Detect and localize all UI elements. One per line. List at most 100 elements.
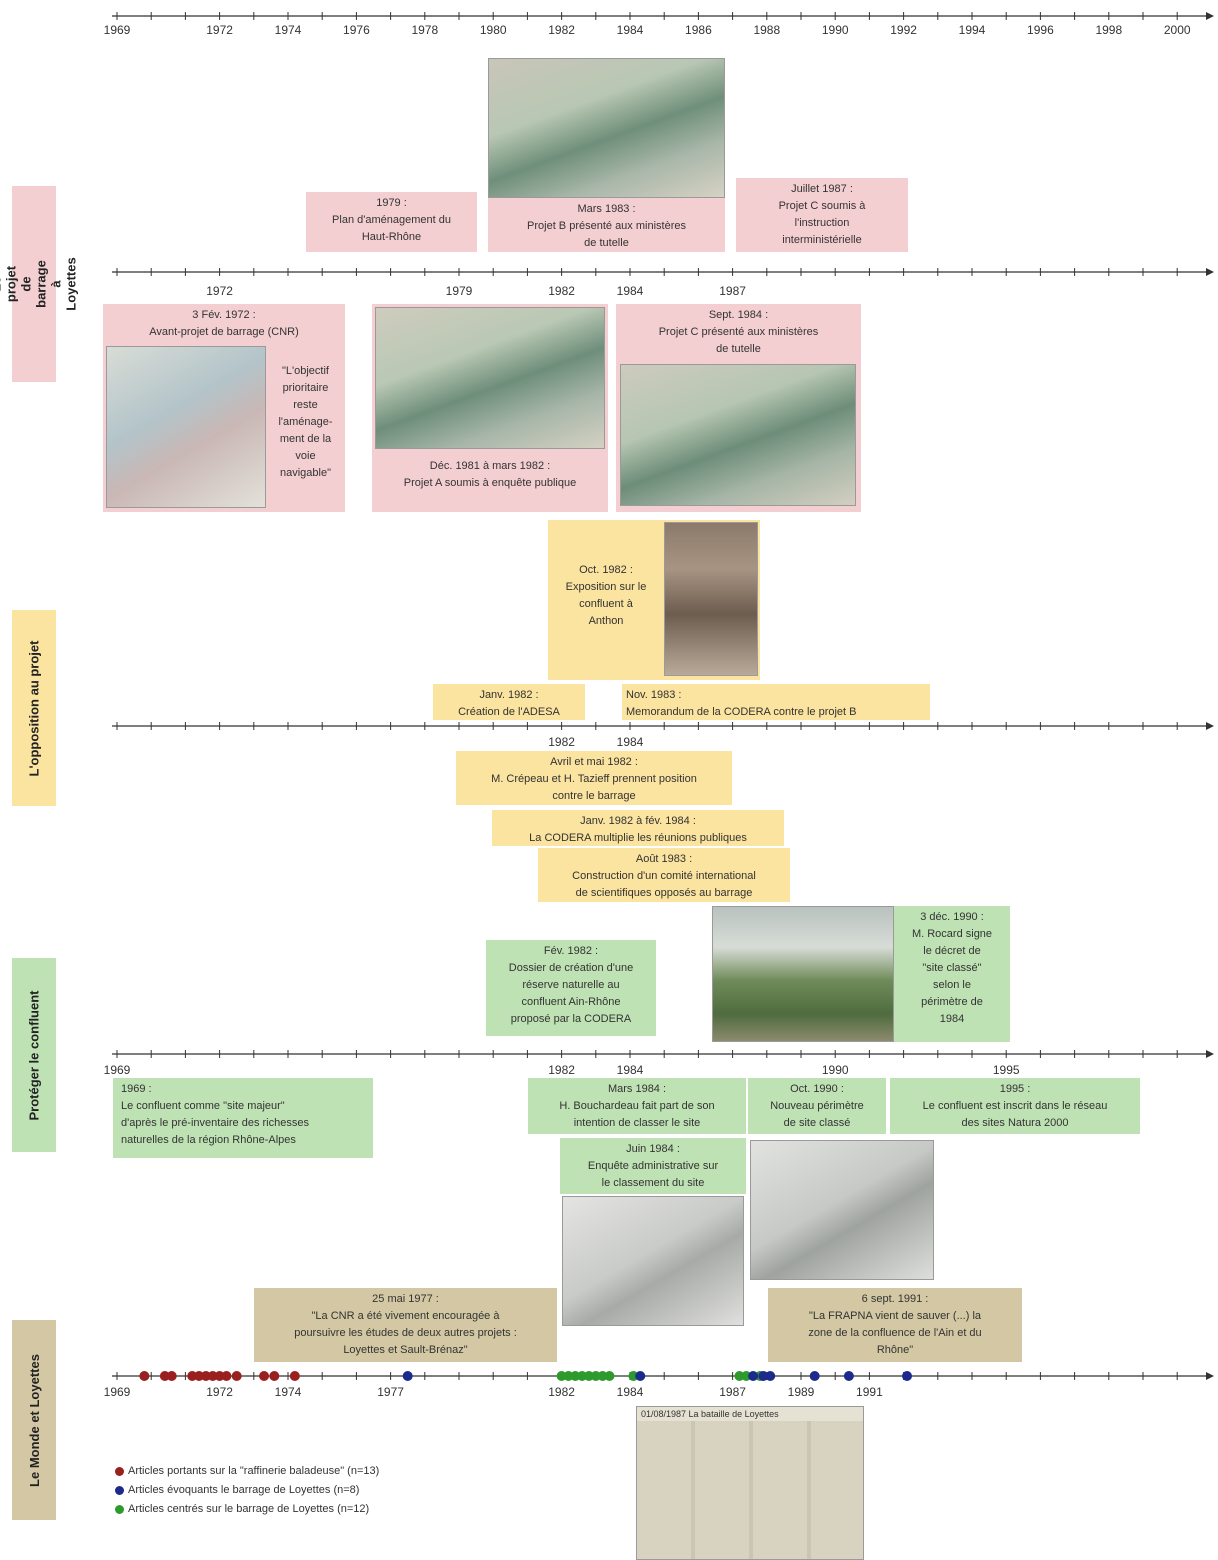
article-dot-green [734, 1371, 745, 1381]
map-perimetre-1990 [750, 1140, 934, 1280]
article-dot-red [289, 1371, 300, 1381]
event-3-dec-1990: 3 déc. 1990 : M. Rocard signe le décret … [894, 906, 1010, 1042]
article-dot-red [214, 1371, 225, 1381]
opposition-axis-tick-label: 1982 [548, 735, 575, 749]
top-axis-tick-label: 1996 [1027, 23, 1054, 37]
article-dot-green [577, 1371, 588, 1381]
newspaper-clipping: 01/08/1987 La bataille de Loyettes [636, 1406, 864, 1560]
event-fev-1982-reserve: Fév. 1982 : Dossier de création d'une ré… [486, 940, 656, 1036]
event-1969-site-majeur: 1969 : Le confluent comme "site majeur" … [113, 1078, 373, 1158]
top-axis-tick-label: 1986 [685, 23, 712, 37]
barrage-axis-tick-label: 1987 [719, 284, 746, 298]
monde-axis-tick-label: 1991 [856, 1385, 883, 1399]
article-dot-green [628, 1371, 639, 1381]
section-label-proteger: Protéger le confluent [12, 958, 56, 1152]
legend: Articles portants sur la "raffinerie bal… [115, 1462, 379, 1519]
proteger-axis-tick-label: 1969 [104, 1063, 131, 1077]
top-axis-tick-label: 1980 [480, 23, 507, 37]
article-dot-blue [765, 1371, 776, 1381]
event-codera-reunions: Janv. 1982 à fév. 1984 : La CODERA multi… [492, 810, 784, 846]
article-dot-red [207, 1371, 218, 1381]
article-dot-green [597, 1371, 608, 1381]
map-projet-c [620, 364, 856, 506]
photo-confluent-site [712, 906, 894, 1042]
article-dot-green [563, 1371, 574, 1381]
monde-axis-tick-label: 1972 [206, 1385, 233, 1399]
map-avant-projet-1972 [106, 346, 266, 508]
event-janv-1982-adesa: Janv. 1982 : Création de l'ADESA [433, 684, 585, 720]
article-dot-red [221, 1371, 232, 1381]
top-axis-tick-label: 1969 [104, 23, 131, 37]
top-axis-tick-label: 1974 [275, 23, 302, 37]
monde-axis-tick-label: 1989 [788, 1385, 815, 1399]
poster-exposition-anthon [664, 522, 758, 676]
article-dot-red [187, 1371, 198, 1381]
quote-25-mai-1977: 25 mai 1977 : "La CNR a été vivement enc… [254, 1288, 557, 1362]
article-dot-blue [843, 1371, 854, 1381]
event-1995-natura: 1995 : Le confluent est inscrit dans le … [890, 1078, 1140, 1134]
top-axis-tick-label: 1976 [343, 23, 370, 37]
event-1979: 1979 : Plan d'aménagement du Haut-Rhône [306, 192, 477, 252]
article-dot-green [741, 1371, 752, 1381]
map-projet-b [488, 58, 725, 198]
legend-item-red: Articles portants sur la "raffinerie bal… [115, 1462, 379, 1481]
top-axis-tick-label: 1984 [617, 23, 644, 37]
article-dot-green [604, 1371, 615, 1381]
quote-6-sept-1991: 6 sept. 1991 : "La FRAPNA vient de sauve… [768, 1288, 1022, 1362]
article-dot-green [556, 1371, 567, 1381]
article-dot-red [269, 1371, 280, 1381]
article-dot-green [590, 1371, 601, 1381]
article-dot-blue [902, 1371, 913, 1381]
clipping-caption: 01/08/1987 La bataille de Loyettes [637, 1407, 863, 1421]
barrage-axis-tick-label: 1982 [548, 284, 575, 298]
section-label-monde: Le Monde et Loyettes [12, 1320, 56, 1520]
monde-axis-tick-label: 1969 [104, 1385, 131, 1399]
article-dot-blue [635, 1371, 646, 1381]
event-mars-1983: Mars 1983 : Projet B présenté aux minist… [488, 198, 725, 252]
top-axis-tick-label: 1982 [548, 23, 575, 37]
map-projet-a [375, 307, 605, 449]
article-dot-blue [748, 1371, 759, 1381]
barrage-axis-tick-label: 1984 [617, 284, 644, 298]
monde-axis-tick-label: 1987 [719, 1385, 746, 1399]
top-axis-tick-label: 1978 [411, 23, 438, 37]
monde-axis-tick-label: 1982 [548, 1385, 575, 1399]
map-classement-1984 [562, 1196, 744, 1326]
top-axis-tick-label: 1998 [1095, 23, 1122, 37]
event-oct-1990: Oct. 1990 : Nouveau périmètre de site cl… [748, 1078, 886, 1134]
proteger-axis-tick-label: 1984 [617, 1063, 644, 1077]
article-dot-red [231, 1371, 242, 1381]
top-axis-tick-label: 1994 [959, 23, 986, 37]
monde-axis-arrow [1206, 1372, 1214, 1380]
legend-dot-red [115, 1467, 124, 1476]
article-dot-green [570, 1371, 581, 1381]
proteger-axis-arrow [1206, 1050, 1214, 1058]
article-dot-red [194, 1371, 205, 1381]
barrage-axis-tick-label: 1979 [446, 284, 473, 298]
legend-item-green: Articles centrés sur le barrage de Loyet… [115, 1500, 379, 1519]
top-axis-arrow [1206, 12, 1214, 20]
event-nov-1983: Nov. 1983 : Memorandum de la CODERA cont… [622, 684, 930, 720]
article-dot-red [159, 1371, 170, 1381]
top-axis-tick-label: 1988 [753, 23, 780, 37]
barrage-axis-arrow [1206, 268, 1214, 276]
monde-axis-tick-label: 1974 [275, 1385, 302, 1399]
event-avril-mai-1982: Avril et mai 1982 : M. Crépeau et H. Taz… [456, 751, 732, 805]
article-dot-blue [809, 1371, 820, 1381]
legend-dot-green [115, 1505, 124, 1514]
opposition-axis-tick-label: 1984 [617, 735, 644, 749]
top-axis-tick-label: 2000 [1164, 23, 1191, 37]
opposition-axis-arrow [1206, 722, 1214, 730]
event-aout-1983: Août 1983 : Construction d'un comité int… [538, 848, 790, 902]
proteger-axis-tick-label: 1990 [822, 1063, 849, 1077]
monde-axis-tick-label: 1977 [377, 1385, 404, 1399]
barrage-axis-tick-label: 1972 [206, 284, 233, 298]
proteger-axis-tick-label: 1995 [993, 1063, 1020, 1077]
event-juin-1984: Juin 1984 : Enquête administrative sur l… [560, 1138, 746, 1194]
article-dot-red [200, 1371, 211, 1381]
legend-dot-blue [115, 1486, 124, 1495]
monde-axis-tick-label: 1984 [617, 1385, 644, 1399]
top-axis-tick-label: 1990 [822, 23, 849, 37]
section-label-opposition: L'opposition au projet [12, 610, 56, 806]
